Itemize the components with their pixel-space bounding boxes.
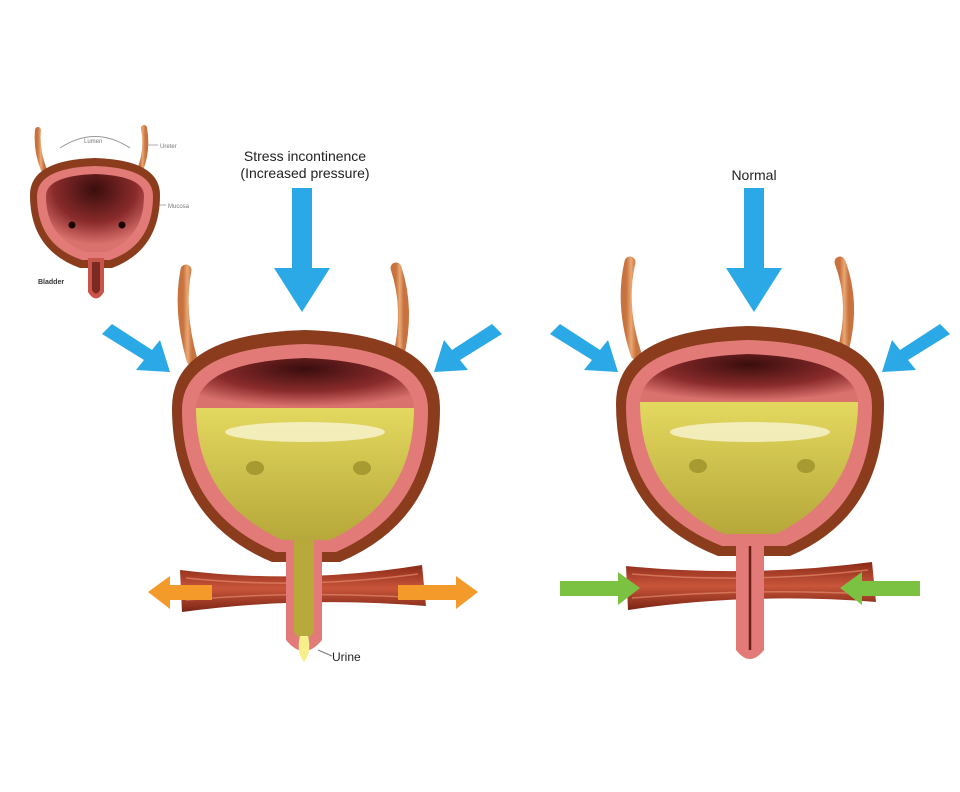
down-arrow-icon	[274, 188, 330, 312]
arrow-in-right-icon	[882, 324, 950, 372]
small-top-label: Lumen	[84, 139, 102, 145]
arrow-in-left-icon	[102, 324, 170, 372]
stress-title-line2: (Increased pressure)	[240, 165, 370, 181]
down-arrow-icon	[726, 188, 782, 312]
urine-label: Urine	[332, 650, 361, 664]
small-ureter-label: Ureter	[160, 144, 177, 150]
normal-bladder	[616, 256, 884, 659]
small-bladder	[30, 125, 166, 299]
arrow-in-right-icon	[434, 324, 502, 372]
stress-bladder	[172, 262, 440, 662]
arrow-contract-right-icon	[840, 572, 920, 605]
arrow-out-left-icon	[148, 576, 212, 609]
small-wall-label: Mucosa	[168, 204, 190, 210]
stress-title-line1: Stress incontinence	[243, 148, 367, 164]
normal-pressure-arrows	[550, 188, 950, 605]
normal-title: Normal	[731, 167, 777, 183]
arrow-in-left-icon	[550, 324, 618, 372]
arrow-out-right-icon	[398, 576, 478, 609]
bladder-label: Bladder	[38, 279, 64, 286]
arrow-contract-left-icon	[560, 572, 640, 605]
stress-pressure-arrows	[102, 188, 502, 609]
stress-title: Stress incontinence (Increased pressure)	[215, 148, 395, 182]
